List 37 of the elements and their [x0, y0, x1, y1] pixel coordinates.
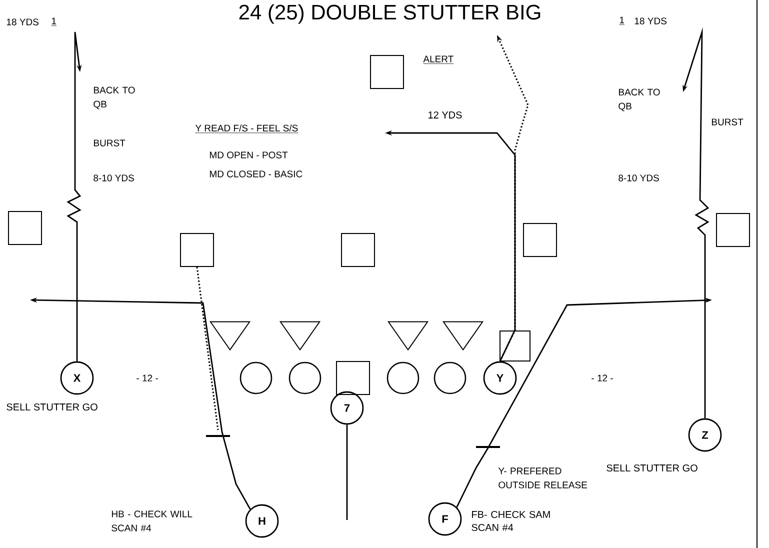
note-text: 1: [51, 18, 57, 26]
note-text: 18 YDS: [6, 18, 38, 26]
note-text: HB - CHECK WILL SCAN #4: [112, 510, 192, 532]
note-text: 8-10 YDS: [618, 174, 659, 182]
player-circle: [288, 362, 322, 394]
player-square: [523, 223, 557, 257]
player-circle: [240, 362, 272, 394]
player-square: [370, 55, 404, 89]
player-square: [500, 330, 530, 362]
note-text: 18 YDS: [634, 18, 666, 24]
note-text: Y- PREFERED OUTSIDE RELEASE: [498, 468, 587, 488]
title: 24 (25) DOUBLE STUTTER BIG: [239, 4, 540, 24]
player-square: [180, 233, 214, 267]
note-text: BURST: [712, 118, 744, 126]
note-text: Y READ F/S - FEEL S/S: [195, 124, 298, 134]
note-text: 8-10 YDS: [94, 174, 134, 182]
note-text: BACK TO QB: [618, 88, 660, 112]
route-arrow: [66, 31, 82, 362]
note-text: BACK TO QB: [94, 86, 135, 110]
edge-label: 12 YDS: [428, 111, 462, 119]
player-square: [336, 361, 370, 395]
note-text: - 12 -: [592, 374, 613, 382]
player-circle: [434, 362, 466, 394]
player-note: FB- CHECK SAM SCAN #4: [472, 510, 550, 532]
player-note: SELL STUTTER GO: [6, 403, 98, 411]
note-text: ALERT: [423, 56, 454, 64]
player-square: [8, 211, 42, 245]
player-square: [716, 213, 750, 247]
note-text: BURST: [94, 140, 126, 146]
note-text: MD CLOSED - BASIC: [210, 170, 302, 178]
player-note: SELL STUTTER GO: [606, 464, 698, 472]
note-text: MD OPEN - POST: [210, 152, 288, 158]
route-arrow: [682, 27, 710, 418]
note-text: - 12 -: [136, 374, 158, 382]
player-circle: [386, 362, 420, 394]
player-square: [341, 233, 375, 267]
note-text: 1: [619, 16, 625, 25]
